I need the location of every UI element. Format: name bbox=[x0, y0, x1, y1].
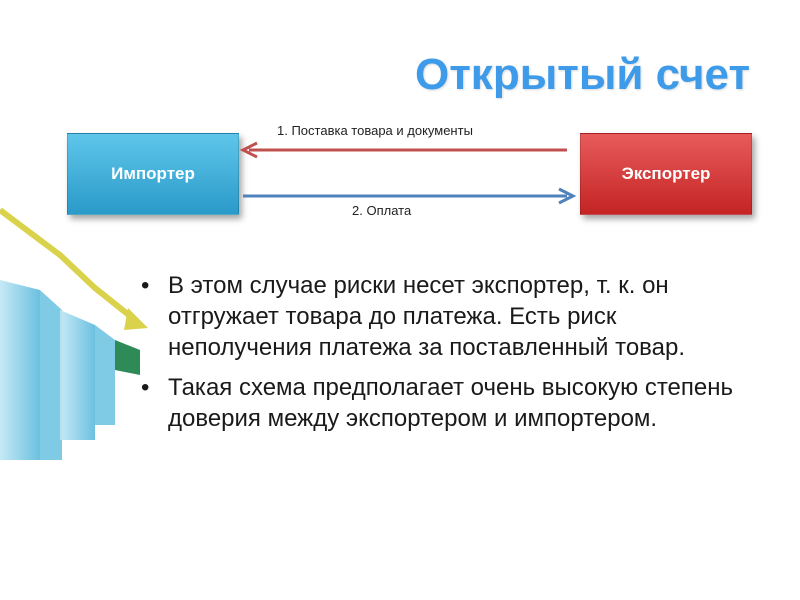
goods-arrow bbox=[239, 141, 567, 159]
slide-title: Открытый счет bbox=[415, 50, 750, 99]
decor-bar bbox=[95, 325, 115, 425]
decor-bar bbox=[0, 280, 40, 460]
decor-bar bbox=[60, 310, 95, 440]
bullet-item: Такая схема предполагает очень высокую с… bbox=[135, 372, 755, 434]
payment-arrow bbox=[243, 187, 577, 205]
bullet-list: В этом случае риски несет экспортер, т. … bbox=[135, 270, 755, 443]
decor-bar bbox=[115, 340, 140, 375]
payment-flow-label: 2. Оплата bbox=[352, 203, 412, 218]
bar-chart-decoration bbox=[0, 207, 148, 460]
goods-flow-label: 1. Поставка товара и документы bbox=[277, 123, 473, 138]
importer-box: Импортер bbox=[67, 133, 239, 215]
exporter-label: Экспортер bbox=[621, 164, 711, 183]
importer-label: Импортер bbox=[111, 164, 195, 183]
exporter-box: Экспортер bbox=[580, 133, 752, 215]
decor-bar bbox=[40, 290, 62, 460]
trend-line bbox=[0, 207, 137, 323]
bullet-item: В этом случае риски несет экспортер, т. … bbox=[135, 270, 755, 363]
flow-arrows bbox=[239, 141, 577, 205]
